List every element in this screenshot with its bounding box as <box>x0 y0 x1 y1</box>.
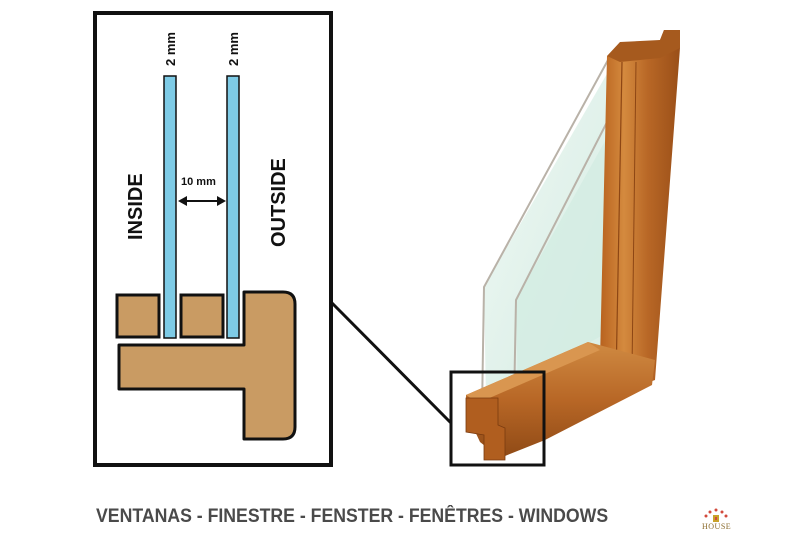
glass-pane-outside <box>226 75 240 339</box>
wood-block-inside <box>115 293 161 339</box>
frame-profile-end <box>465 397 506 461</box>
wood-block-spacer <box>179 293 225 339</box>
glass-inside-thickness-label: 2 mm <box>163 32 178 66</box>
house-logo: HOUSE <box>700 506 732 534</box>
house-logo-text: HOUSE <box>702 522 732 531</box>
frame-bottom-rail <box>466 342 655 458</box>
gap-width-label: 10 mm <box>181 176 216 188</box>
house-logo-icon <box>704 508 728 522</box>
cross-section-detail: 2 mm 2 mm INSIDE OUTSIDE 10 mm <box>93 11 333 467</box>
callout-connector <box>329 300 453 425</box>
inside-label: INSIDE <box>125 173 147 240</box>
outside-label: OUTSIDE <box>268 158 290 247</box>
window-frame-illustration <box>465 30 680 461</box>
gap-dimension-arrow <box>178 196 226 206</box>
zoom-indicator-box <box>449 370 546 467</box>
glass-pane-inside <box>163 75 177 339</box>
frame-stile <box>600 30 680 400</box>
caption-title: VENTANAS - FINESTRE - FENSTER - FENÊTRES… <box>96 506 609 527</box>
wood-profile-sill <box>117 290 297 441</box>
glass-outside-thickness-label: 2 mm <box>226 32 241 66</box>
